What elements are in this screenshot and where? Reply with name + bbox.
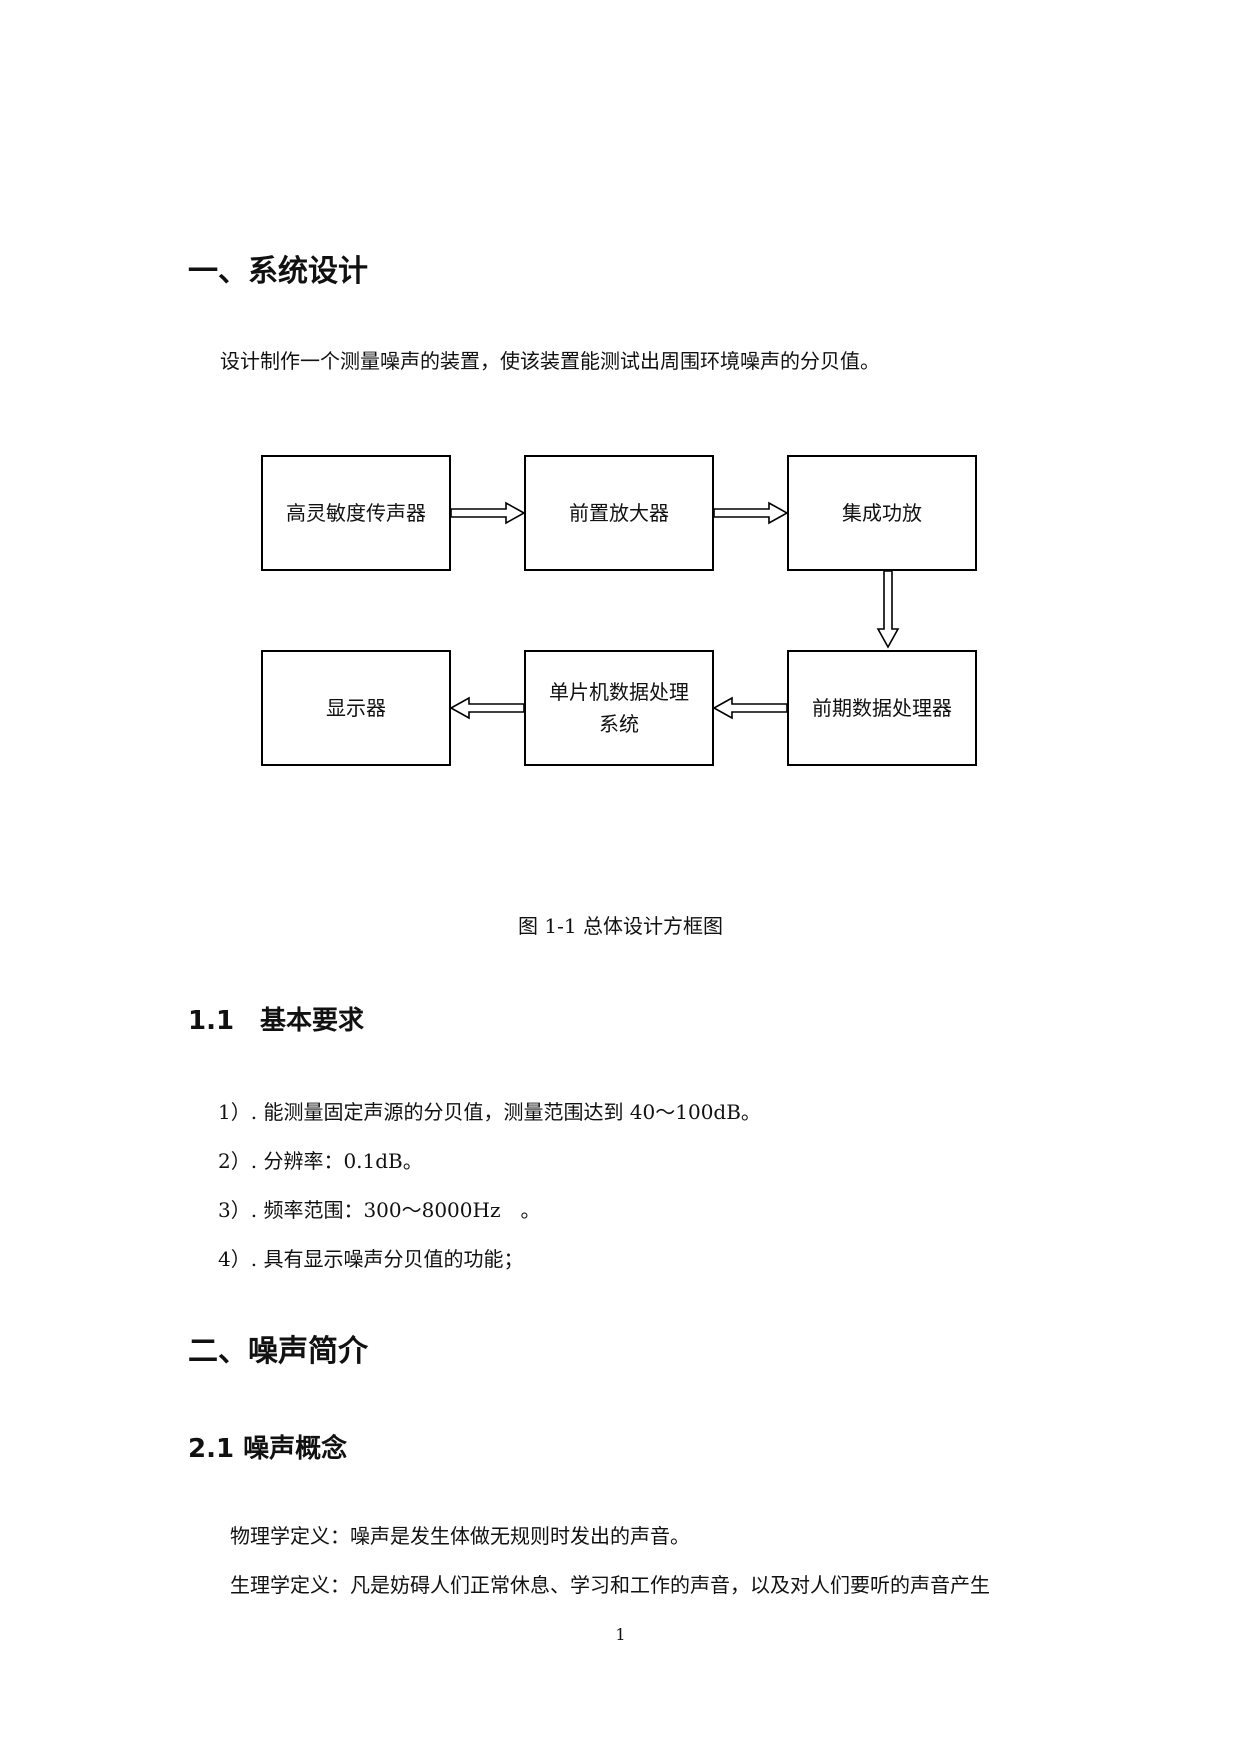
requirement-item-3: 3）. 频率范围：300～8000Hz 。 <box>218 1198 541 1222</box>
diagram-box-label: 前置放大器 <box>569 501 669 525</box>
diagram-box-display: 显示器 <box>261 650 451 766</box>
diagram-caption: 图 1-1 总体设计方框图 <box>518 914 723 938</box>
diagram-box-label: 显示器 <box>326 696 386 720</box>
section-heading-basic-requirements: 1.1 基本要求 <box>188 1006 365 1036</box>
diagram-box-label: 前期数据处理器 <box>812 696 952 720</box>
requirement-item-2: 2）. 分辨率：0.1dB。 <box>218 1149 423 1173</box>
intro-paragraph: 设计制作一个测量噪声的装置，使该装置能测试出周围环境噪声的分贝值。 <box>220 349 880 373</box>
diagram-box-label: 单片机数据处理 <box>549 680 689 704</box>
diagram-box-amp: 集成功放 <box>787 455 977 571</box>
diagram-box-label: 高灵敏度传声器 <box>286 501 426 525</box>
definition-physiology: 生理学定义：凡是妨碍人们正常休息、学习和工作的声音，以及对人们要听的声音产生 <box>230 1573 990 1597</box>
section-heading-noise-concept: 2.1 噪声概念 <box>188 1434 348 1464</box>
arrow-mcu-to-display <box>449 696 525 720</box>
section-heading-noise-intro: 二、噪声简介 <box>188 1334 368 1369</box>
diagram-box-label: 系统 <box>599 712 639 736</box>
diagram-box-preproc: 前期数据处理器 <box>787 650 977 766</box>
diagram-box-preamp: 前置放大器 <box>524 455 714 571</box>
requirement-item-4: 4）. 具有显示噪声分贝值的功能； <box>218 1247 524 1271</box>
diagram-box-label: 集成功放 <box>842 501 922 525</box>
diagram-box-mic: 高灵敏度传声器 <box>261 455 451 571</box>
arrow-mic-to-preamp <box>450 501 526 525</box>
page-number: 1 <box>615 1625 626 1644</box>
section-heading-system-design: 一、系统设计 <box>188 254 368 289</box>
arrow-amp-to-preproc <box>876 570 900 649</box>
requirement-item-1: 1）. 能测量固定声源的分贝值，测量范围达到 40～100dB。 <box>218 1100 761 1124</box>
definition-physics: 物理学定义：噪声是发生体做无规则时发出的声音。 <box>230 1524 690 1548</box>
arrow-preproc-to-mcu <box>712 696 788 720</box>
arrow-preamp-to-amp <box>713 501 789 525</box>
